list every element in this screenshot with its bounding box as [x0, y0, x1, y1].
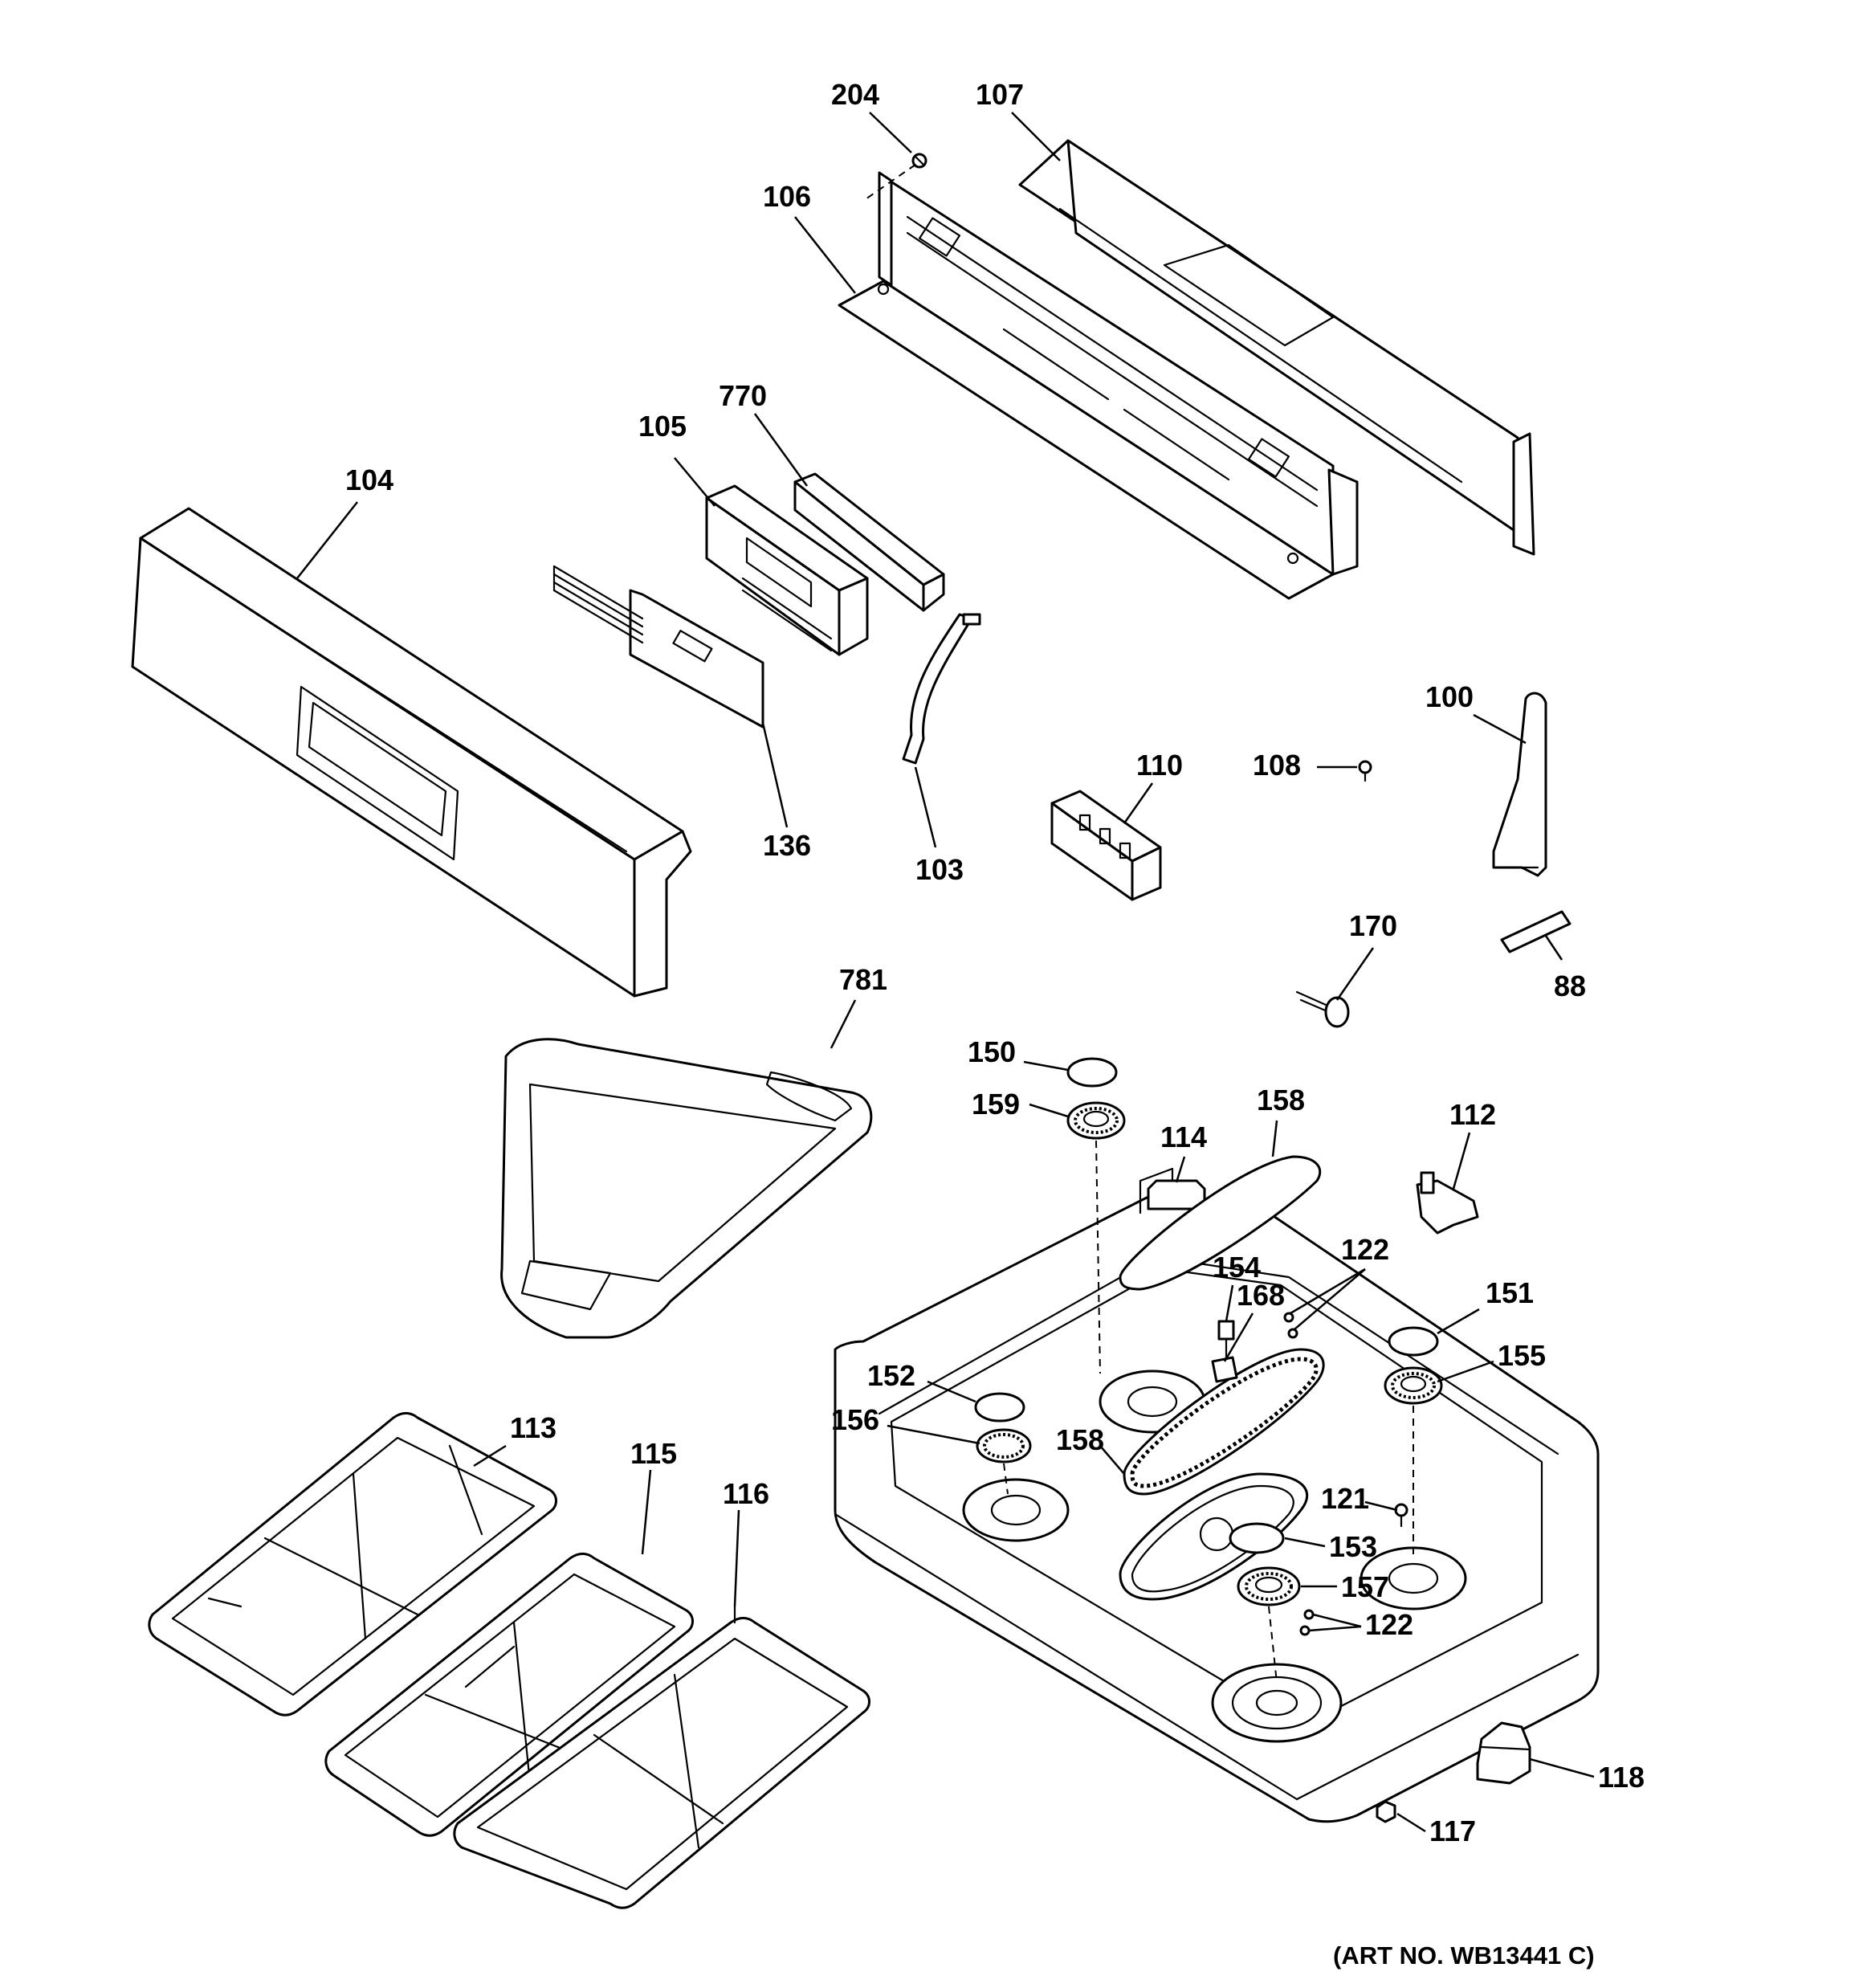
callout-106: 106: [763, 180, 811, 213]
callout-116: 116: [723, 1477, 769, 1510]
callout-115: 115: [630, 1437, 677, 1470]
callout-103: 103: [915, 853, 964, 886]
callout-170: 170: [1349, 909, 1397, 942]
part-117-nut: [1376, 1800, 1396, 1823]
callout-122-upper: 122: [1341, 1233, 1389, 1266]
art-number: (ART NO. WB13441 C): [1333, 1941, 1595, 1970]
callout-781: 781: [839, 963, 887, 996]
callout-151: 151: [1486, 1276, 1534, 1309]
leader-lines: [296, 112, 1595, 1833]
part-106-backsplash-panel: [838, 171, 1359, 600]
part-158-oval-burner-cover: [1119, 1155, 1322, 1291]
callout-107: 107: [976, 78, 1024, 111]
part-88-clip: [1500, 910, 1572, 953]
callout-158-upper: 158: [1257, 1084, 1305, 1116]
part-152-cap-front-left: [974, 1392, 1025, 1423]
keypad-ribbon-cable: [552, 565, 644, 644]
callout-114: 114: [1160, 1121, 1207, 1153]
callout-770: 770: [719, 379, 767, 412]
part-100-end-cap: [1492, 692, 1547, 877]
callout-122-lower: 122: [1365, 1608, 1413, 1641]
callout-104: 104: [345, 463, 393, 496]
part-151-cap-rear-right: [1388, 1326, 1439, 1357]
part-114-bracket: [1147, 1179, 1206, 1210]
part-136-keypad: [552, 565, 764, 729]
part-105-control-board: [705, 484, 869, 656]
part-108-screw: [1358, 760, 1372, 782]
callout-117: 117: [1429, 1815, 1476, 1847]
callout-157: 157: [1341, 1570, 1389, 1603]
part-153-cap-front-right: [1229, 1522, 1285, 1554]
callout-154: 154: [1213, 1251, 1261, 1284]
part-159-head-rear-left: [1066, 1101, 1126, 1374]
callout-136: 136: [763, 829, 811, 862]
part-115-grate-center: [324, 1552, 694, 1837]
part-155-head-rear-right: [1384, 1366, 1443, 1558]
callout-110: 110: [1136, 749, 1183, 782]
part-781-griddle: [500, 1038, 873, 1339]
callout-152: 152: [867, 1359, 915, 1392]
part-116-grate-right: [453, 1605, 870, 1909]
part-113-grate-left: [148, 1411, 557, 1717]
part-110-module: [1050, 790, 1162, 901]
part-150-cap-rear-left: [1066, 1057, 1118, 1088]
callout-100: 100: [1425, 680, 1474, 713]
part-103-harness: [902, 613, 981, 765]
callout-113: 113: [510, 1411, 556, 1444]
callout-155: 155: [1498, 1339, 1546, 1372]
part-122-screw-upper: [1283, 1312, 1298, 1339]
part-204-screw: [862, 153, 927, 202]
part-156-head-front-left: [976, 1428, 1032, 1495]
callout-118: 118: [1598, 1761, 1645, 1794]
burner-front-left: [962, 1478, 1070, 1542]
burner-front-right: [1211, 1663, 1343, 1743]
callout-105: 105: [638, 410, 687, 443]
part-170-screw: [1295, 990, 1350, 1028]
callout-150: 150: [968, 1035, 1016, 1068]
part-104-control-panel: [131, 507, 692, 998]
burner-oval-center: [1119, 1472, 1309, 1601]
callout-156: 156: [831, 1403, 879, 1436]
part-112-switch: [1416, 1171, 1479, 1235]
callout-108: 108: [1253, 749, 1301, 782]
callout-121: 121: [1321, 1482, 1369, 1515]
callout-158-lower: 158: [1056, 1423, 1104, 1456]
part-158-oval-burner-head: [1123, 1348, 1325, 1496]
callout-159: 159: [972, 1088, 1020, 1121]
part-107-back-panel: [1018, 139, 1535, 556]
part-770-bracket: [793, 472, 945, 612]
callout-153: 153: [1329, 1530, 1377, 1563]
callout-204: 204: [831, 78, 879, 111]
callout-168: 168: [1237, 1279, 1285, 1312]
callout-88: 88: [1554, 970, 1586, 1002]
callout-labels: 204 107 106 770 105 104 136 103 100 108 …: [345, 78, 1645, 1847]
part-118-foot: [1476, 1721, 1531, 1785]
callout-112: 112: [1449, 1098, 1496, 1131]
part-157-head-front-right: [1237, 1566, 1301, 1684]
